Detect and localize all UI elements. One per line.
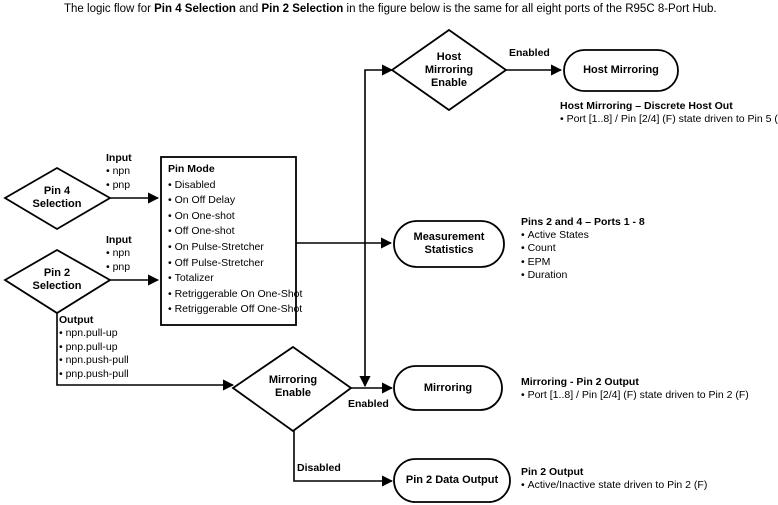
list-input-pin2-items: npn pnp: [106, 247, 132, 274]
list-item: Off Pulse-Stretcher: [168, 256, 294, 272]
shape-pin4-selection-diamond[interactable]: [3, 166, 112, 231]
list-item: npn: [106, 247, 132, 260]
annotation-host-mirroring-title: Host Mirroring – Discrete Host Out: [560, 100, 733, 112]
annotation-measurement: Pins 2 and 4 – Ports 1 - 8 Active States…: [521, 216, 645, 282]
list-item: Count: [521, 242, 645, 255]
shape-host-mirroring-box[interactable]: [563, 49, 679, 92]
edge-pin2-output-to-mirroring-enable: [56, 313, 235, 391]
annotation-mirroring-items: Port [1..8] / Pin [2/4] (F) state driven…: [521, 389, 749, 402]
list-output-pin2-items: npn.pull-up pnp.pull-up npn.push-pull pn…: [59, 327, 129, 381]
connector-group: [56, 64, 563, 487]
caption-post: in the figure below is the same for all …: [343, 3, 717, 15]
shape-mirroring-enable-diamond[interactable]: [231, 345, 353, 433]
list-item: EPM: [521, 256, 645, 269]
list-item: npn.push-pull: [59, 354, 129, 367]
shape-pin2-data-output-box[interactable]: [393, 458, 511, 503]
annotation-mirroring-title: Mirroring - Pin 2 Output: [521, 376, 639, 388]
edge-label-mirroring-enabled: Enabled: [348, 398, 389, 410]
list-item: Active States: [521, 229, 645, 242]
list-item: pnp.pull-up: [59, 341, 129, 354]
edge-label-mirroring-disabled: Disabled: [297, 462, 341, 474]
caption-mid: and: [235, 3, 262, 15]
caption-bold-pin2: Pin 2 Selection: [261, 3, 344, 15]
edge-trunk-to-host-mirroring-enable: [364, 64, 394, 243]
annotation-pin2-output-items: Active/Inactive state driven to Pin 2 (F…: [521, 479, 708, 492]
list-item: Retriggerable On One-Shot: [168, 287, 303, 303]
annotation-measurement-items: Active States Count EPM Duration: [521, 229, 645, 282]
annotation-mirroring: Mirroring - Pin 2 Output Port [1..8] / P…: [521, 376, 749, 402]
list-item: Retriggerable Off One-Shot: [168, 302, 303, 318]
list-input-pin2-title: Input: [106, 234, 132, 246]
list-item: npn: [106, 165, 132, 178]
list-item: Duration: [521, 269, 645, 282]
annotation-pin2-output: Pin 2 Output Active/Inactive state drive…: [521, 466, 707, 492]
list-item: On Pulse-Stretcher: [168, 240, 294, 256]
list-item: Totalizer: [168, 271, 294, 287]
list-item: Active/Inactive state driven to Pin 2 (F…: [521, 479, 708, 492]
caption-pre: The logic flow for: [64, 3, 155, 15]
shape-measurement-statistics-box[interactable]: [393, 220, 505, 268]
list-item: pnp: [106, 261, 132, 274]
shape-pin2-selection-diamond[interactable]: [3, 248, 112, 315]
list-item: Disabled: [168, 178, 294, 194]
list-item: pnp.push-pull: [59, 368, 129, 381]
list-input-pin4-title: Input: [106, 152, 132, 164]
pin-mode-list: Pin Mode Disabled On Off Delay On One-sh…: [168, 162, 303, 318]
list-item: On One-shot: [168, 209, 294, 225]
list-item: Port [1..8] / Pin [2/4] (F) state driven…: [521, 389, 749, 402]
edge-label-host-enabled: Enabled: [509, 47, 550, 59]
caption-bold-pin4: Pin 4 Selection: [154, 3, 236, 15]
shape-host-mirroring-enable-diamond[interactable]: [390, 28, 508, 112]
pin-mode-items: Disabled On Off Delay On One-shot Off On…: [168, 178, 303, 318]
annotation-pin2-output-title: Pin 2 Output: [521, 466, 584, 478]
page-caption: The logic flow for Pin 4 Selection and P…: [64, 2, 764, 16]
list-output-pin2-title: Output: [59, 314, 94, 326]
edge-mirroring-enable-to-pin2-data-output: [293, 431, 394, 487]
annotation-measurement-title: Pins 2 and 4 – Ports 1 - 8: [521, 216, 645, 228]
list-input-pin4-items: npn pnp: [106, 165, 132, 192]
annotation-host-mirroring-items: Port [1..8] / Pin [2/4] (F) state driven…: [560, 113, 778, 126]
pin-mode-title: Pin Mode: [168, 163, 215, 175]
list-input-pin2: Input npn pnp: [106, 234, 132, 274]
list-item: npn.pull-up: [59, 327, 129, 340]
annotation-host-mirroring: Host Mirroring – Discrete Host Out Port …: [560, 100, 778, 126]
list-item: On Off Delay: [168, 193, 294, 209]
list-item: Port [1..8] / Pin [2/4] (F) state driven…: [560, 113, 778, 126]
list-output-pin2: Output npn.pull-up pnp.pull-up npn.push-…: [59, 314, 129, 381]
list-item: Off One-shot: [168, 224, 294, 240]
list-item: pnp: [106, 179, 132, 192]
list-input-pin4: Input npn pnp: [106, 152, 132, 192]
shape-mirroring-box[interactable]: [393, 365, 503, 411]
